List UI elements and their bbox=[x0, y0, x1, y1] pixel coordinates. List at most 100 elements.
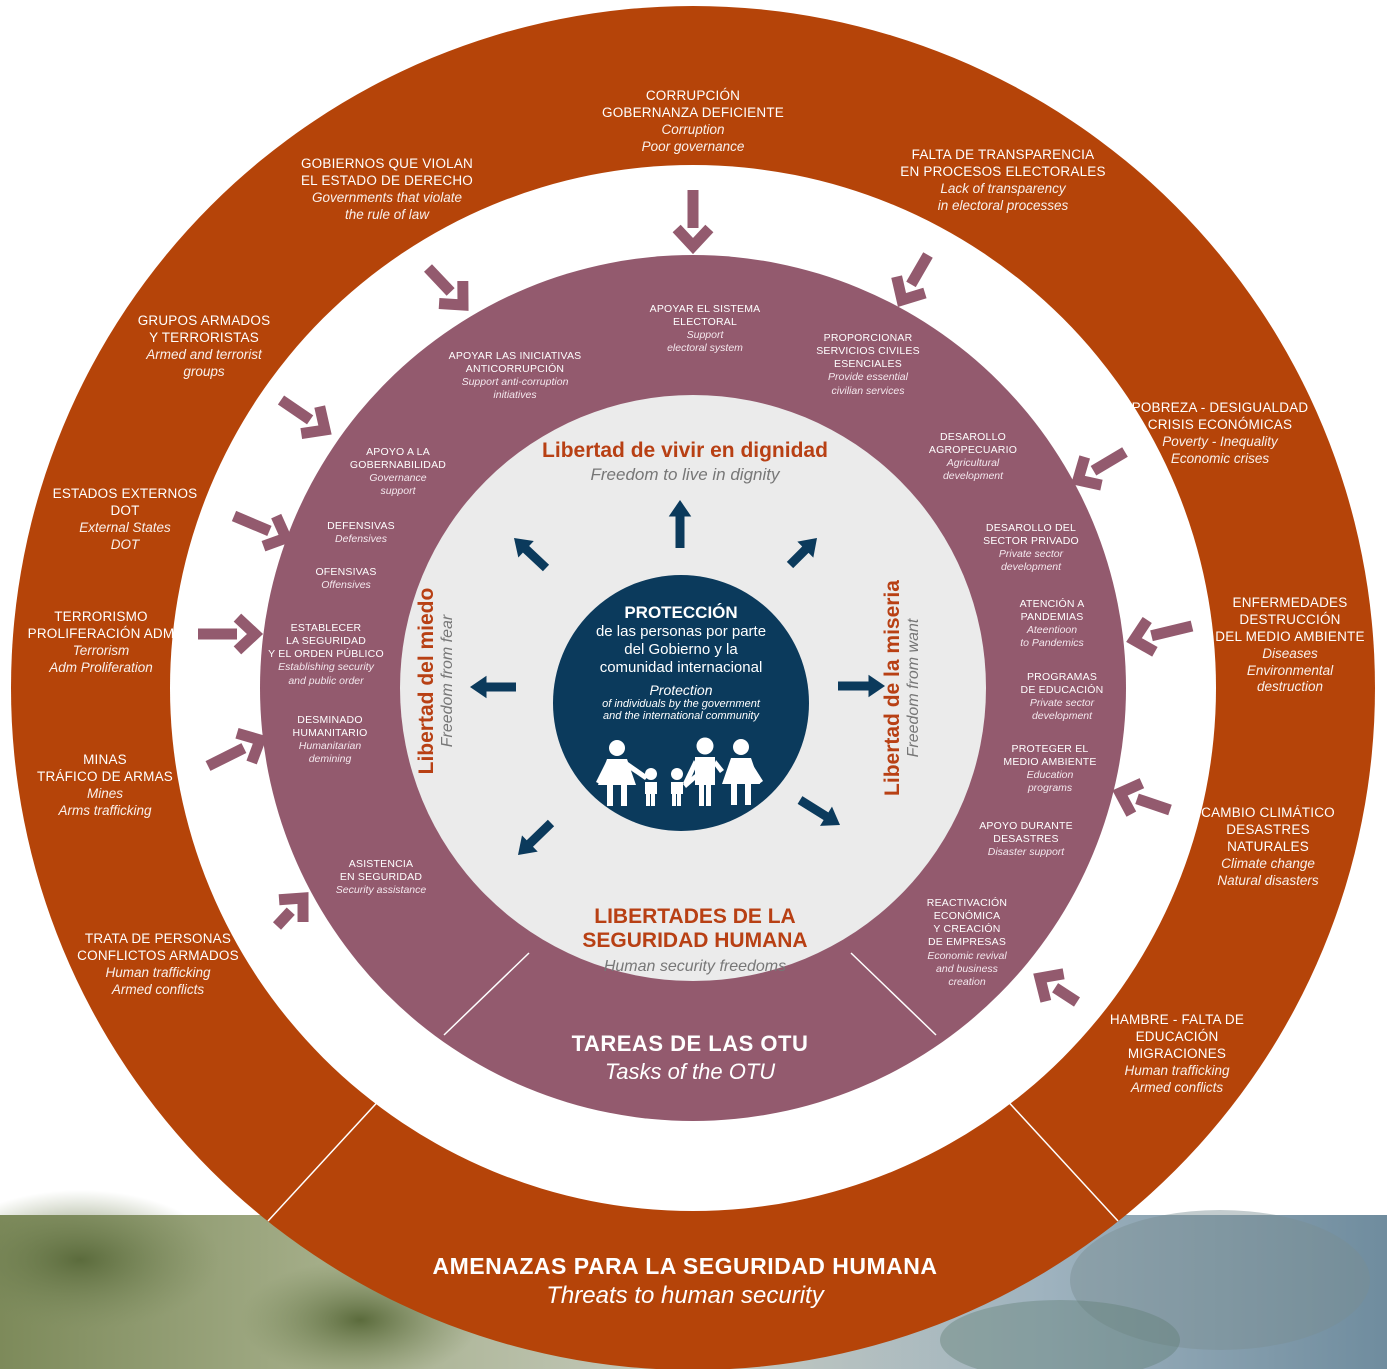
hs-line1: LIBERTADES DE LA bbox=[594, 905, 796, 928]
task-label-en-line: Provide essential bbox=[828, 371, 908, 384]
threat-label-en-line: groups bbox=[183, 363, 225, 379]
task-label-en-line: development bbox=[1031, 710, 1093, 723]
freedom-dignity-en: Freedom to live in dignity bbox=[590, 465, 780, 485]
threat-label-es-line: Y TERRORISTAS bbox=[149, 329, 259, 345]
threat-label-en-line: Governments that violate bbox=[311, 189, 463, 205]
task-label-es-line: DESAROLLO DEL bbox=[985, 522, 1077, 534]
hs-line2: SEGURIDAD HUMANA bbox=[582, 929, 808, 953]
center-arrow-icon bbox=[786, 538, 817, 569]
threat-label-es-line: EN PROCESOS ELECTORALES bbox=[900, 163, 1106, 179]
task-label-en-line: Governance bbox=[369, 472, 427, 485]
threat-arrow-icon bbox=[1112, 778, 1172, 817]
task-label-es-line: OFENSIVAS bbox=[315, 566, 377, 578]
task-label-en-line: Ateentioon bbox=[1026, 624, 1078, 637]
task-label-en-line: development bbox=[1000, 561, 1062, 574]
threat-label-es-line: GOBIERNOS QUE VIOLAN bbox=[300, 156, 474, 171]
center-line1: de las personas por parte bbox=[595, 623, 767, 640]
threat-label-es-line: CORRUPCIÓN bbox=[645, 88, 741, 103]
threat-arrow-icon bbox=[1033, 968, 1080, 1007]
threat-label-es-line: EDUCACIÓN bbox=[1135, 1028, 1219, 1044]
outer-divider-right bbox=[1002, 1095, 1119, 1222]
center-arrow-icon bbox=[838, 674, 885, 698]
center-arrow-icon bbox=[518, 819, 555, 855]
task-label-es-line: ASISTENCIA bbox=[348, 858, 414, 870]
tasks-title-es: TAREAS DE LAS OTU bbox=[571, 1031, 809, 1056]
threat-label-es-line: DOT bbox=[110, 502, 140, 518]
threat-label-en-line: the rule of law bbox=[344, 206, 430, 222]
task-label-es-line: GOBERNABILIDAD bbox=[349, 459, 447, 472]
threat-label-en-line: Human trafficking bbox=[105, 964, 211, 980]
task-label-en-line: Security assistance bbox=[335, 884, 427, 897]
outer-divider-left bbox=[267, 1095, 384, 1222]
task-label-es-line: PROTEGER EL bbox=[1011, 743, 1089, 755]
task-label-es-line: PROPORCIONAR bbox=[823, 332, 913, 344]
task-label-en-line: Defensives bbox=[335, 533, 387, 546]
threat-label-en-line: Environmental bbox=[1246, 662, 1334, 678]
task-label-en-line: electoral system bbox=[667, 342, 743, 355]
task-label-en-line: demining bbox=[308, 753, 352, 766]
threat-label-es-line: DESTRUCCIÓN bbox=[1239, 611, 1341, 627]
center-line3: comunidad internacional bbox=[599, 659, 763, 676]
threat-label-en-line: External States bbox=[79, 519, 171, 535]
task-label-en-line: Private sector bbox=[1029, 697, 1095, 710]
center-en-line2: and the international community bbox=[603, 710, 759, 722]
task-label-es-line: AGROPECUARIO bbox=[928, 444, 1018, 457]
threat-arrows bbox=[198, 190, 1194, 1007]
threat-label-en-line: DOT bbox=[110, 536, 140, 552]
task-label-es-line: APOYAR LAS INICIATIVAS bbox=[448, 350, 582, 362]
threat-arrow-icon bbox=[424, 264, 469, 311]
tasks-title-en: Tasks of the OTU bbox=[604, 1058, 776, 1084]
threat-label-en-line: Armed and terrorist bbox=[146, 346, 262, 362]
task-label-en-line: and public order bbox=[288, 674, 364, 687]
center-arrow-icon bbox=[797, 796, 840, 826]
freedom-fear-es: Libertad del miedo bbox=[415, 587, 438, 775]
task-label-en-line: Humanitarian bbox=[298, 740, 362, 753]
threat-label-en-line: Adm Proliferation bbox=[49, 659, 153, 675]
threat-label-es-line: GOBERNANZA DEFICIENTE bbox=[602, 104, 784, 120]
task-label-en-line: Support anti-corruption bbox=[461, 376, 569, 389]
task-label-es-line: ATENCIÓN A bbox=[1019, 598, 1085, 610]
task-label-en-line: Offensives bbox=[321, 579, 371, 592]
task-label-es-line: REACTIVACIÓN bbox=[926, 897, 1008, 909]
threat-arrow-icon bbox=[1126, 616, 1194, 657]
task-label-es-line: SERVICIOS CIVILES bbox=[816, 345, 920, 358]
threat-label-es-line: EL ESTADO DE DERECHO bbox=[300, 172, 474, 188]
threat-arrow-icon bbox=[205, 727, 268, 771]
task-label-es-line: PROGRAMAS bbox=[1026, 671, 1098, 683]
threat-label-en-line: Armed conflicts bbox=[111, 981, 205, 997]
task-label-en-line: and business bbox=[936, 962, 998, 975]
threat-label-es-line: GRUPOS ARMADOS bbox=[137, 313, 271, 328]
center-en-line1: of individuals by the government bbox=[602, 698, 760, 710]
threat-label-en-line: Natural disasters bbox=[1217, 872, 1319, 888]
threat-label-es-line: CAMBIO CLIMÁTICO bbox=[1201, 805, 1335, 820]
center-arrow-icon bbox=[514, 538, 550, 572]
task-label-es-line: ECONÓMICA bbox=[933, 910, 1001, 923]
threats-title-es: AMENAZAS PARA LA SEGURIDAD HUMANA bbox=[432, 1253, 938, 1279]
threat-label-en-line: Human trafficking bbox=[1124, 1062, 1230, 1078]
task-label-en-line: Private sector bbox=[998, 548, 1064, 561]
threat-label-es-line: MIGRACIONES bbox=[1127, 1045, 1227, 1061]
task-label-es-line: APOYO A LA bbox=[366, 446, 430, 458]
human-security-freedoms: LIBERTADES DE LA SEGURIDAD HUMANA Human … bbox=[540, 905, 850, 977]
threat-label-en-line: in electoral processes bbox=[937, 197, 1069, 213]
threats-title-en: Threats to human security bbox=[546, 1281, 824, 1309]
center-en-title: Protection bbox=[649, 682, 713, 698]
task-label-en-line: Education bbox=[1026, 769, 1074, 782]
task-label-en-line: initiatives bbox=[493, 389, 537, 402]
center-arrows bbox=[470, 500, 885, 855]
